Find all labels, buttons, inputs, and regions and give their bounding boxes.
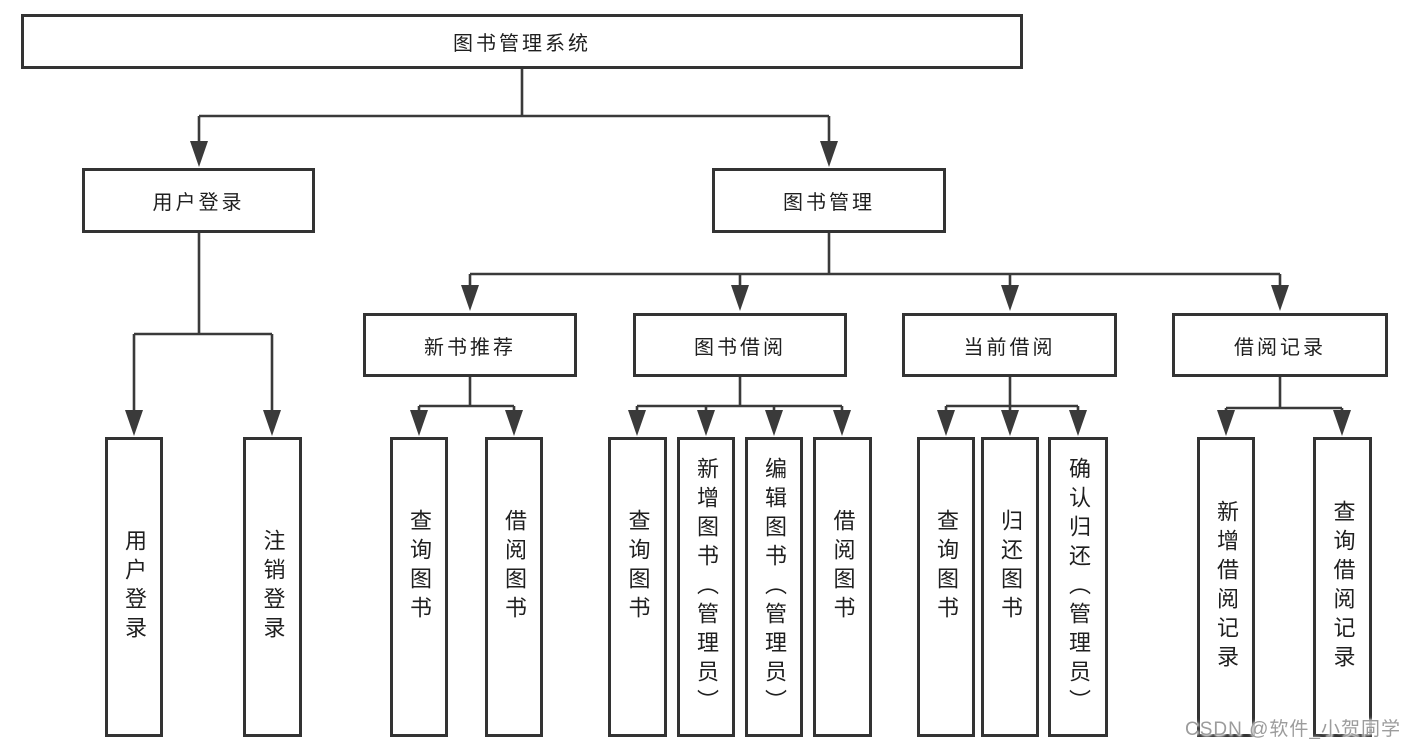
- leaf-label: 查询借阅记录: [1330, 500, 1356, 674]
- leaf-borrowing-add-books-admin: 新增图书（管理员）: [677, 437, 735, 737]
- leaf-label: 新增图书（管理员）: [694, 456, 719, 718]
- leaf-borrowing-borrow-books: 借阅图书: [813, 437, 872, 737]
- leaf-current-return-books: 归还图书: [981, 437, 1039, 737]
- node-book-management: 图书管理: [712, 168, 946, 233]
- leaf-records-query-record: 查询借阅记录: [1313, 437, 1372, 737]
- node-book-borrowing: 图书借阅: [633, 313, 847, 377]
- node-borrow-records: 借阅记录: [1172, 313, 1388, 377]
- node-label: 当前借阅: [963, 336, 1056, 359]
- arrowhead-icon: [628, 410, 646, 436]
- leaf-current-confirm-return-admin: 确认归还（管理员）: [1048, 437, 1108, 737]
- leaf-records-add-record: 新增借阅记录: [1197, 437, 1255, 737]
- arrowhead-icon: [505, 410, 523, 436]
- leaf-label: 借阅图书: [830, 509, 856, 625]
- node-system-root: 图书管理系统: [21, 14, 1023, 69]
- arrowhead-icon: [263, 410, 281, 436]
- leaf-label: 查询图书: [934, 509, 959, 625]
- leaf-label: 借阅图书: [502, 509, 527, 625]
- arrowhead-icon: [1271, 285, 1289, 311]
- node-label: 图书管理系统: [453, 33, 591, 55]
- arrowhead-icon: [190, 141, 208, 167]
- arrowhead-icon: [731, 285, 749, 311]
- node-label: 图书借阅: [694, 336, 786, 359]
- arrowhead-icon: [1069, 410, 1087, 436]
- node-new-book-recommend: 新书推荐: [363, 313, 577, 377]
- leaf-label: 注销登录: [260, 529, 286, 645]
- leaf-label: 编辑图书（管理员）: [762, 456, 787, 718]
- leaf-logout: 注销登录: [243, 437, 302, 737]
- arrowhead-icon: [937, 410, 955, 436]
- leaf-label: 归还图书: [998, 509, 1023, 625]
- leaf-borrowing-query-books: 查询图书: [608, 437, 667, 737]
- leaf-label: 查询图书: [407, 509, 432, 625]
- node-label: 用户登录: [152, 192, 245, 214]
- node-label: 新书推荐: [424, 336, 516, 359]
- watermark: CSDN @软件_小贺同学: [1185, 719, 1401, 740]
- leaf-label: 查询图书: [625, 509, 651, 625]
- arrowhead-icon: [1217, 410, 1235, 436]
- leaf-label: 用户登录: [122, 529, 147, 645]
- arrowhead-icon: [125, 410, 143, 436]
- arrowhead-icon: [765, 410, 783, 436]
- node-current-borrowing: 当前借阅: [902, 313, 1117, 377]
- leaf-user-login: 用户登录: [105, 437, 163, 737]
- arrowhead-icon: [1001, 285, 1019, 311]
- leaf-recommend-query-books: 查询图书: [390, 437, 448, 737]
- leaf-label: 新增借阅记录: [1214, 500, 1239, 674]
- leaf-recommend-borrow-books: 借阅图书: [485, 437, 543, 737]
- arrowhead-icon: [697, 410, 715, 436]
- arrowhead-icon: [461, 285, 479, 311]
- arrowhead-icon: [1333, 410, 1351, 436]
- node-user-login: 用户登录: [82, 168, 315, 233]
- leaf-borrowing-edit-books-admin: 编辑图书（管理员）: [745, 437, 803, 737]
- arrowhead-icon: [820, 141, 838, 167]
- arrowhead-icon: [410, 410, 428, 436]
- node-label: 借阅记录: [1234, 336, 1326, 359]
- arrowhead-icon: [833, 410, 851, 436]
- leaf-label: 确认归还（管理员）: [1066, 456, 1091, 718]
- arrowhead-icon: [1001, 410, 1019, 436]
- leaf-current-query-books: 查询图书: [917, 437, 975, 737]
- node-label: 图书管理: [783, 192, 875, 214]
